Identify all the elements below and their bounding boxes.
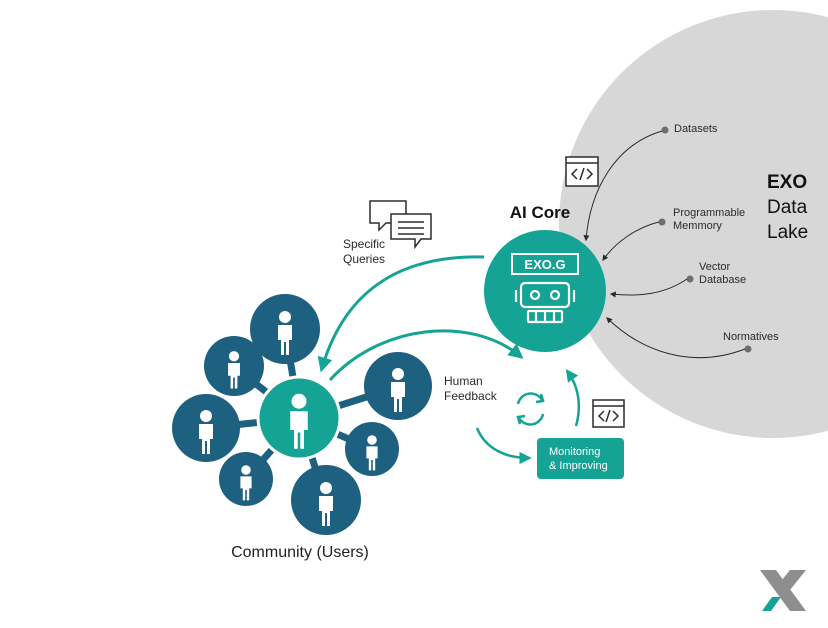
arrow-monitoring-to-core xyxy=(565,368,580,427)
source-datasets-label: Datasets xyxy=(674,123,718,135)
feedback-label-line1: Human xyxy=(444,374,483,388)
user-node[interactable] xyxy=(345,422,399,476)
source-vector-database: Vector Database xyxy=(686,261,746,286)
chat-bubbles-icon xyxy=(369,200,432,250)
ai-core-badge-label: EXO.G xyxy=(524,257,565,272)
queries-label: Specific Queries xyxy=(343,237,388,266)
code-window-icon-small xyxy=(592,399,625,428)
source-programmable-label: Programmable xyxy=(673,207,745,219)
ai-core-badge: EXO.G xyxy=(511,253,579,275)
monitoring-box[interactable]: Monitoring & Improving xyxy=(537,438,624,479)
ai-core-circle[interactable] xyxy=(484,230,606,352)
source-memory-label: Memmory xyxy=(673,220,722,232)
data-lake-title-line2: Data xyxy=(767,197,808,218)
user-node[interactable] xyxy=(291,465,361,535)
source-vector-label: Vector xyxy=(699,261,731,273)
arrow-normatives xyxy=(606,317,746,359)
svg-text:Monitoring & Improving: Monitoring & Improving xyxy=(549,446,608,472)
x-logo-icon xyxy=(760,570,806,611)
source-datasets: Datasets xyxy=(661,123,718,135)
feedback-label-line2: Feedback xyxy=(444,389,498,403)
user-node[interactable] xyxy=(250,294,320,364)
user-node[interactable] xyxy=(204,336,264,396)
user-node-central[interactable] xyxy=(256,375,342,461)
arrow-datasets xyxy=(583,130,663,242)
user-node[interactable] xyxy=(172,394,240,462)
source-programmable-memory: Programmable Memmory xyxy=(658,207,745,232)
data-lake-title-bold: EXO xyxy=(767,172,807,193)
robot-icon xyxy=(514,281,576,324)
arrow-memory xyxy=(602,221,660,261)
arrow-vector xyxy=(609,278,688,298)
user-node[interactable] xyxy=(364,352,432,420)
source-normatives-label: Normatives xyxy=(723,331,779,343)
community-network xyxy=(172,294,432,535)
arrow-feedback-to-monitoring xyxy=(475,427,532,465)
queries-label-line1: Specific xyxy=(343,237,385,251)
refresh-cycle-icon xyxy=(516,392,545,426)
data-lake-title: EXO Data Lake xyxy=(767,172,812,243)
source-normatives: Normatives xyxy=(723,331,779,353)
source-database-label: Database xyxy=(699,274,746,286)
code-window-icon xyxy=(565,156,599,187)
data-lake-title-line3: Lake xyxy=(767,222,808,243)
ai-core-title: AI Core xyxy=(510,203,570,222)
arrow-community-to-core xyxy=(328,329,524,382)
feedback-label: Human Feedback xyxy=(444,374,498,403)
user-node[interactable] xyxy=(219,452,273,506)
monitoring-label-line1: Monitoring xyxy=(549,446,600,458)
arrow-queries-to-community xyxy=(317,255,485,373)
data-lake-circle xyxy=(559,10,828,438)
community-label: Community (Users) xyxy=(231,544,369,561)
queries-label-line2: Queries xyxy=(343,252,385,266)
monitoring-label-line2: & Improving xyxy=(549,460,608,472)
